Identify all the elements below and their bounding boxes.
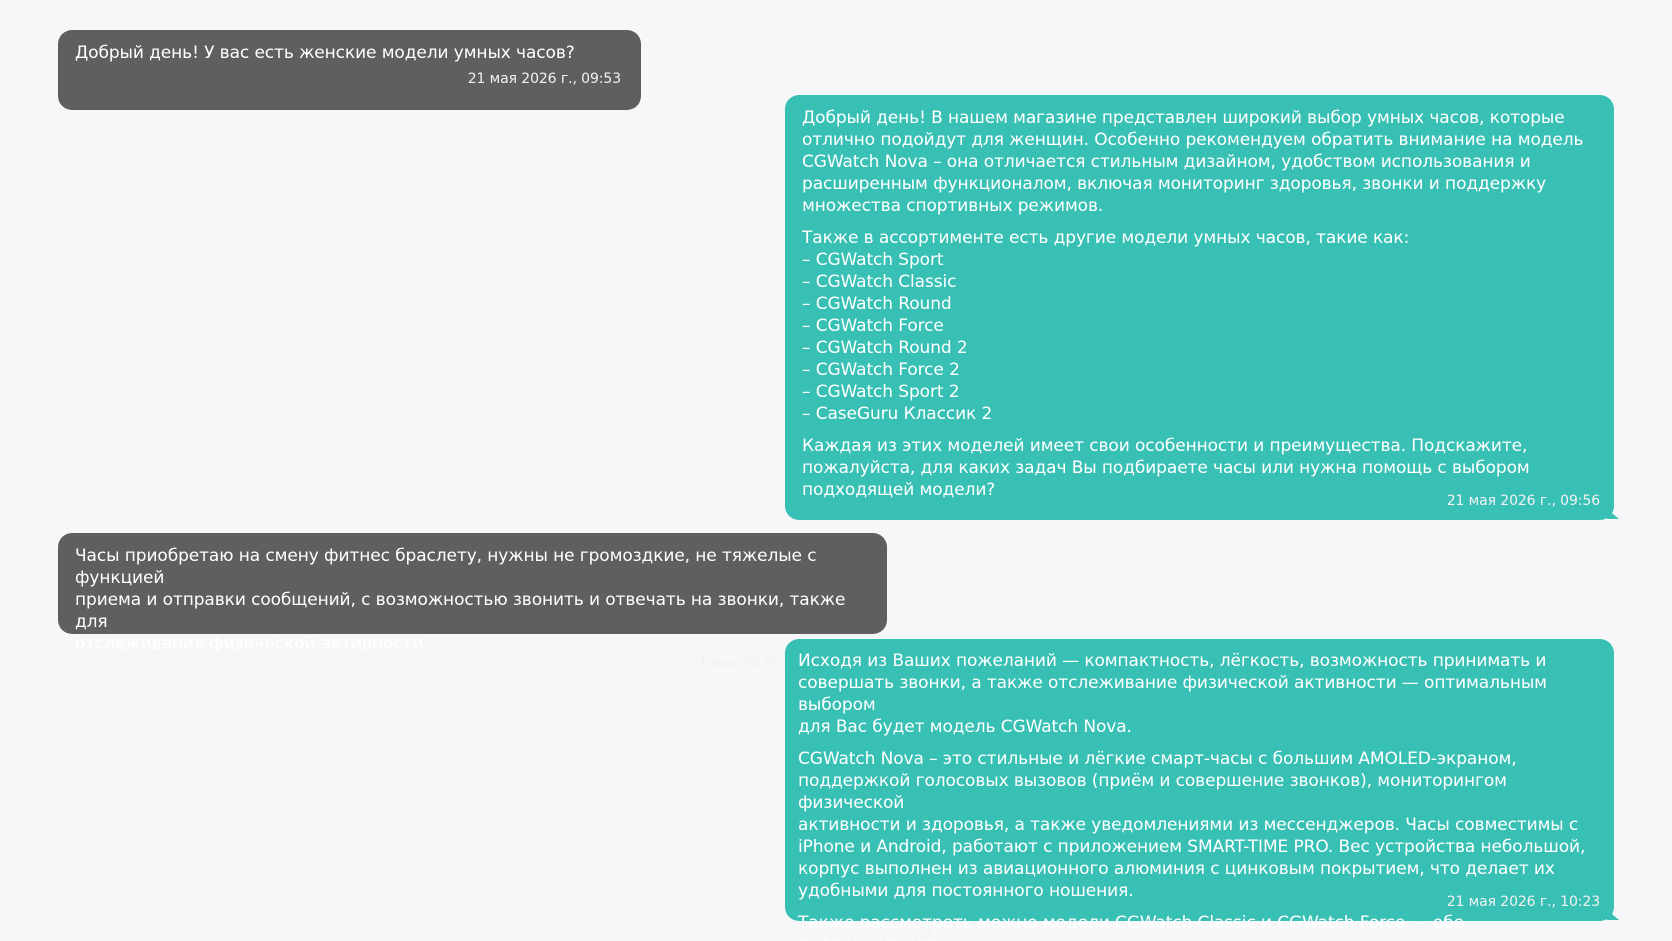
message-text: Добрый день! У вас есть женские модели у…	[75, 43, 575, 63]
outgoing-message-bubble[interactable]: Исходя из Ваших пожеланий — компактность…	[785, 639, 1619, 941]
message-timestamp: 21 мая 2026 г., 10:18	[689, 656, 843, 672]
message-timestamp: 21 мая 2026 г., 09:53	[467, 71, 621, 87]
message-timestamp: 21 мая 2026 г., 10:23	[1446, 894, 1600, 910]
message-timestamp: 21 мая 2026 г., 09:56	[1446, 493, 1600, 509]
message-text: Также в ассортименте есть другие модели …	[802, 228, 1410, 424]
message-text: Каждая из этих моделей имеет свои особен…	[802, 436, 1530, 500]
outgoing-message-bubble[interactable]: Добрый день! В нашем магазине представле…	[785, 95, 1619, 520]
incoming-message-bubble[interactable]: Часы приобретаю на смену фитнес браслету…	[58, 533, 887, 672]
message-text: Добрый день! В нашем магазине представле…	[802, 108, 1584, 216]
message-text: Также рассмотреть можно модели CGWatch C…	[798, 913, 1464, 941]
message-text: CGWatch Nova – это стильные и лёгкие сма…	[798, 749, 1586, 901]
incoming-message-bubble[interactable]: Добрый день! У вас есть женские модели у…	[58, 30, 641, 110]
message-text: Часы приобретаю на смену фитнес браслету…	[75, 546, 846, 654]
bubble-tail	[1607, 910, 1619, 920]
bubble-tail	[1607, 509, 1619, 519]
message-text: Исходя из Ваших пожеланий — компактность…	[798, 651, 1547, 737]
